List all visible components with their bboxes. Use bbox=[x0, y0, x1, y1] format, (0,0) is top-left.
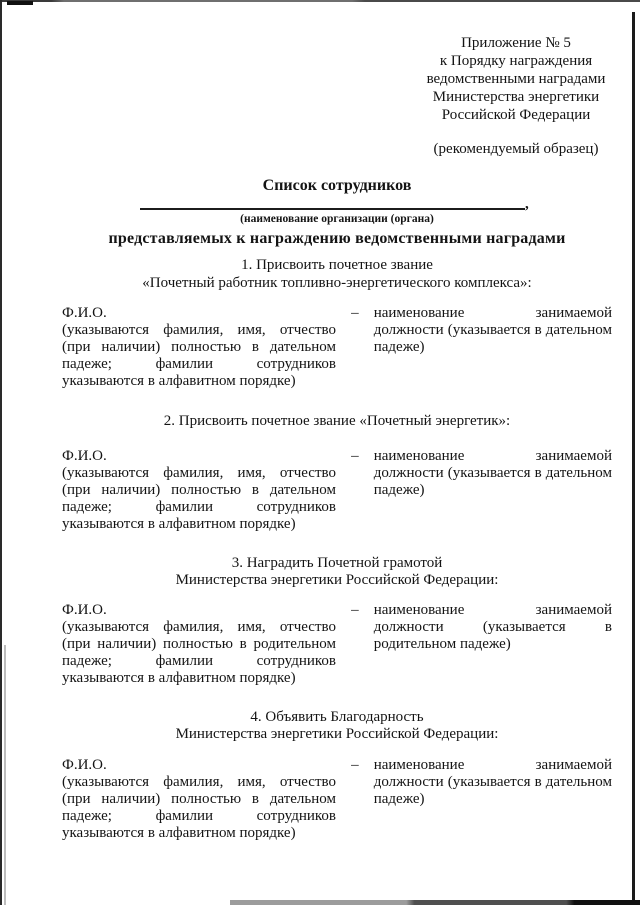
dash-separator: – bbox=[351, 756, 359, 773]
recommended-sample-note: (рекомендуемый образец) bbox=[433, 141, 599, 157]
document-title: Список сотрудников bbox=[262, 177, 412, 194]
section-2-honorary-title-energetik: 2. Присвоить почетное звание «Почетный э… bbox=[62, 413, 612, 533]
scan-artifact-left-edge bbox=[0, 0, 2, 905]
org-name-comma: , bbox=[525, 196, 529, 212]
section-3-fio-position-row: Ф.И.О.(указываются фамилия, имя, отчеств… bbox=[62, 602, 612, 687]
scan-artifact-left-soft-edge bbox=[4, 645, 6, 905]
dash-separator: – bbox=[351, 447, 359, 464]
section-4-fio-position-row: Ф.И.О.(указываются фамилия, имя, отчеств… bbox=[62, 757, 612, 842]
dash-separator: – bbox=[351, 601, 359, 618]
org-name-row: , bbox=[140, 196, 612, 212]
section-1-fio-position-row: Ф.И.О.(указываются фамилия, имя, отчеств… bbox=[62, 305, 612, 390]
section-2-heading: 2. Присвоить почетное звание «Почетный э… bbox=[163, 413, 511, 429]
scan-artifact-top-blob bbox=[7, 1, 33, 5]
fio-column: Ф.И.О.(указываются фамилия, имя, отчеств… bbox=[62, 601, 336, 686]
org-name-blank-line bbox=[140, 198, 525, 210]
scan-artifact-right-edge bbox=[632, 12, 635, 900]
fio-column: Ф.И.О.(указываются фамилия, имя, отчеств… bbox=[62, 756, 336, 841]
section-1-heading: 1. Присвоить почетное звание«Почетный ра… bbox=[142, 257, 532, 291]
scan-artifact-top-edge bbox=[0, 0, 640, 2]
dash-separator: – bbox=[351, 305, 359, 321]
document-subtitle: представляемых к награждению ведомственн… bbox=[108, 230, 566, 247]
scan-artifact-bottom-edge bbox=[230, 900, 640, 905]
fio-column: Ф.И.О.(указываются фамилия, имя, отчеств… bbox=[62, 447, 336, 532]
org-name-caption: (наименование организации (органа) bbox=[240, 213, 434, 225]
section-1-honorary-title-fuel-energy: 1. Присвоить почетное звание«Почетный ра… bbox=[62, 257, 612, 390]
section-2-fio-position-row: Ф.И.О.(указываются фамилия, имя, отчеств… bbox=[62, 448, 612, 533]
fio-column: Ф.И.О.(указываются фамилия, имя, отчеств… bbox=[62, 305, 336, 389]
